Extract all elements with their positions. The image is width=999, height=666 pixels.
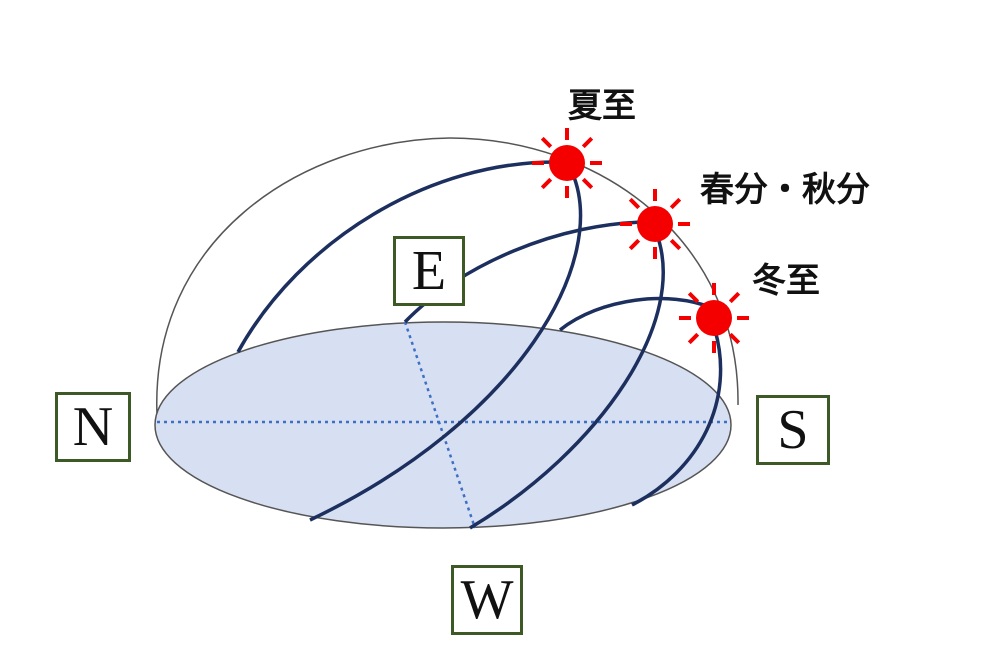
equinox-sun-icon	[620, 189, 690, 259]
summer-sun-icon	[532, 128, 602, 198]
dome-outline	[156, 137, 739, 416]
sun-ray	[669, 197, 682, 210]
sun-ray	[669, 238, 682, 251]
sun-ray	[687, 332, 700, 345]
ground-plane	[154, 321, 732, 529]
south-label: S	[756, 395, 830, 465]
sun-ray	[728, 332, 741, 345]
winter-solstice-label: 冬至	[752, 261, 820, 301]
sun-ray	[540, 177, 553, 190]
east-west-line	[403, 321, 477, 529]
sun-disc	[637, 206, 673, 242]
west-label: W	[451, 565, 523, 635]
sun-ray	[581, 136, 594, 149]
sun-ray	[540, 136, 553, 149]
sun-ray	[628, 197, 641, 210]
summer-path-rise	[236, 160, 561, 353]
sun-ray	[728, 291, 741, 304]
north-label: N	[55, 392, 131, 462]
sun-ray	[581, 177, 594, 190]
winter-sun-icon	[679, 283, 749, 353]
equinox-label: 春分・秋分	[700, 170, 870, 210]
sun-ray	[628, 238, 641, 251]
sun-disc	[696, 300, 732, 336]
winter-path-set	[631, 329, 723, 507]
winter-path-rise	[558, 296, 713, 332]
sun-ray	[687, 291, 700, 304]
east-label: E	[393, 236, 465, 306]
summer-solstice-label: 夏至	[568, 86, 636, 126]
summer-path-set	[309, 171, 583, 522]
equinox-path-set	[469, 231, 665, 530]
sun-disc	[549, 145, 585, 181]
